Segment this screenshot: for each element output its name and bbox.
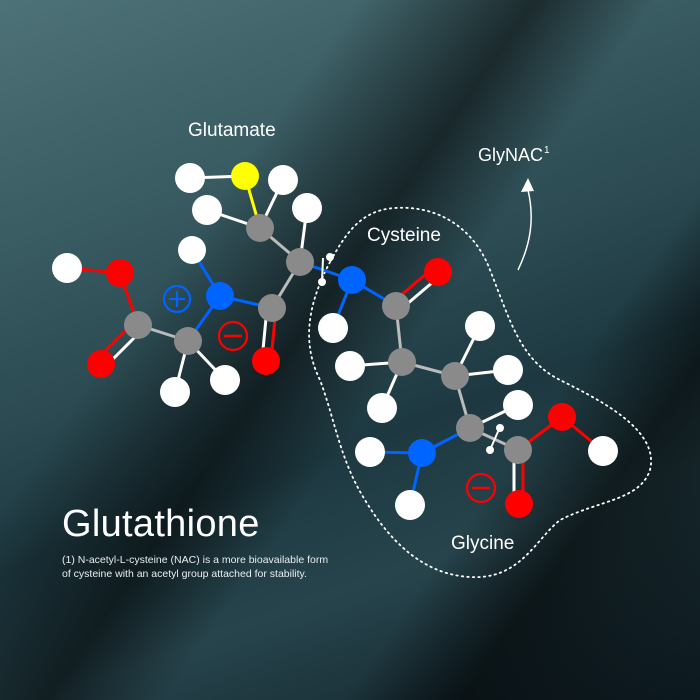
atom-carbon — [456, 414, 484, 442]
negative-charge-icon — [465, 472, 497, 504]
atom-oxygen — [505, 490, 533, 518]
atom-hydrogen — [160, 377, 190, 407]
atom-hydrogen — [292, 193, 322, 223]
atom-hydrogen — [192, 195, 222, 225]
small-hydrogen — [496, 424, 504, 432]
page-title: Glutathione — [62, 503, 260, 545]
small-hydrogen — [326, 253, 334, 261]
atom-carbon — [174, 327, 202, 355]
atom-hydrogen — [52, 253, 82, 283]
footnote-line-1: (1) N-acetyl-L-cysteine (NAC) is a more … — [62, 554, 329, 566]
atom-carbon — [258, 294, 286, 322]
atom-nitrogen — [206, 282, 234, 310]
positive-charge-icon — [162, 284, 192, 314]
footnote: (1) N-acetyl-L-cysteine (NAC) is a more … — [62, 553, 328, 581]
atom-hydrogen — [465, 311, 495, 341]
atom-carbon — [382, 292, 410, 320]
atom-carbon — [286, 248, 314, 276]
small-hydrogen — [486, 446, 494, 454]
atom-hydrogen — [318, 313, 348, 343]
atom-oxygen — [87, 350, 115, 378]
atom-hydrogen — [367, 393, 397, 423]
arrow-head-icon — [521, 178, 534, 192]
atom-oxygen — [252, 347, 280, 375]
atom-carbon — [504, 436, 532, 464]
glycine-label: Glycine — [451, 533, 515, 554]
atom-oxygen — [548, 403, 576, 431]
atom-hydrogen — [210, 365, 240, 395]
atom-nitrogen — [338, 266, 366, 294]
atom-carbon — [441, 362, 469, 390]
atom-carbon — [388, 348, 416, 376]
atom-sulfur — [231, 162, 259, 190]
atom-carbon — [246, 214, 274, 242]
atom-hydrogen — [588, 436, 618, 466]
atom-hydrogen — [355, 437, 385, 467]
atom-hydrogen — [503, 390, 533, 420]
glutamate-label: Glutamate — [188, 120, 276, 141]
atom-hydrogen — [175, 163, 205, 193]
cysteine-label: Cysteine — [367, 225, 441, 246]
negative-charge-icon — [217, 320, 249, 352]
footnote-marker: 1 — [544, 145, 550, 156]
atoms — [52, 162, 618, 520]
footnote-line-2: of cysteine with an acetyl group attache… — [62, 568, 307, 580]
small-hydrogen — [318, 278, 326, 286]
atom-hydrogen — [268, 165, 298, 195]
atom-hydrogen — [493, 355, 523, 385]
glynac-region-outline — [308, 206, 652, 578]
atom-oxygen — [424, 258, 452, 286]
atom-hydrogen — [395, 490, 425, 520]
glynac-label: GlyNAC1 — [478, 145, 550, 166]
atom-hydrogen — [335, 351, 365, 381]
glynac-arrow — [517, 189, 532, 271]
atom-carbon — [124, 311, 152, 339]
atom-nitrogen — [408, 439, 436, 467]
atom-oxygen — [106, 259, 134, 287]
glynac-text: GlyNAC — [478, 145, 544, 165]
atom-hydrogen — [178, 236, 206, 264]
